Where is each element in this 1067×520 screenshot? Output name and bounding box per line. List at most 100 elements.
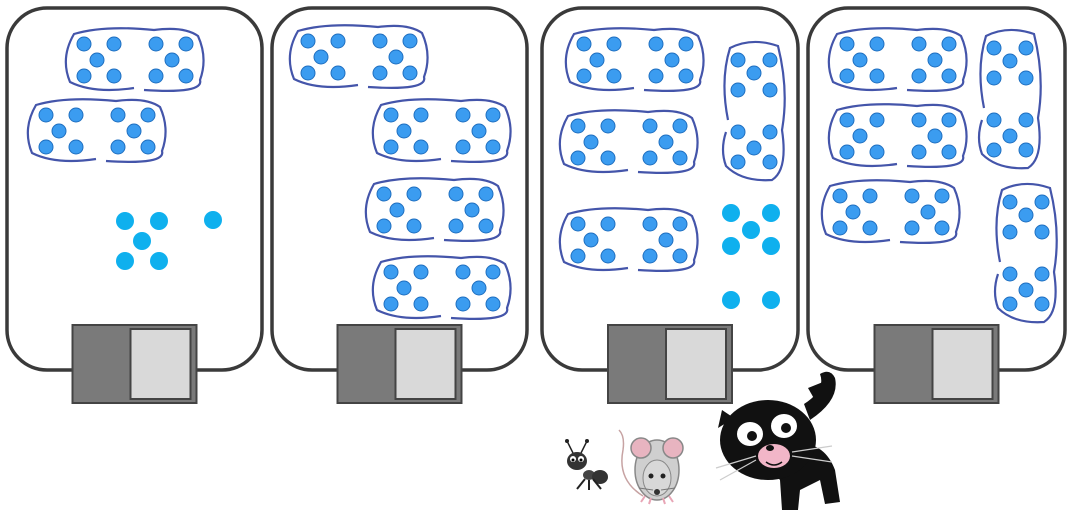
dot (649, 37, 663, 51)
dot (1003, 54, 1017, 68)
device-block (338, 325, 462, 403)
dot (987, 71, 1001, 85)
device-block (875, 325, 999, 403)
dot (472, 124, 486, 138)
dot (90, 53, 104, 67)
dot (1003, 129, 1017, 143)
loose-dot (116, 252, 134, 270)
dot (149, 69, 163, 83)
dot (301, 66, 315, 80)
loose-dot (762, 204, 780, 222)
dot (833, 221, 847, 235)
device-block (73, 325, 197, 403)
dot (571, 151, 585, 165)
dot (407, 219, 421, 233)
dot (870, 69, 884, 83)
dot (659, 135, 673, 149)
dot (111, 108, 125, 122)
dot (921, 205, 935, 219)
dot (390, 203, 404, 217)
dot (456, 140, 470, 154)
dot (52, 124, 66, 138)
dot (942, 37, 956, 51)
dot (407, 187, 421, 201)
dot (853, 53, 867, 67)
dot (397, 281, 411, 295)
cat-icon (716, 372, 840, 510)
device-block (608, 325, 732, 403)
dot (928, 53, 942, 67)
dot (731, 155, 745, 169)
dot (479, 187, 493, 201)
dot (590, 53, 604, 67)
loose-dot (722, 204, 740, 222)
dot (69, 140, 83, 154)
dot (377, 219, 391, 233)
dot (853, 129, 867, 143)
dot (673, 151, 687, 165)
dot (577, 69, 591, 83)
ant-icon (565, 439, 608, 490)
dot (840, 145, 854, 159)
dot (731, 125, 745, 139)
dot (679, 69, 693, 83)
dot (1019, 283, 1033, 297)
loose-dot (133, 232, 151, 250)
dot (928, 129, 942, 143)
dot (69, 108, 83, 122)
panel-4 (808, 8, 1065, 403)
dot (673, 119, 687, 133)
dot (763, 83, 777, 97)
device-window (933, 329, 993, 399)
dot (912, 37, 926, 51)
dot (643, 119, 657, 133)
dot (403, 34, 417, 48)
dot (643, 249, 657, 263)
dot (1003, 225, 1017, 239)
dot (165, 53, 179, 67)
loose-dot (150, 212, 168, 230)
dot (649, 69, 663, 83)
mouse-icon (619, 430, 683, 504)
dot (465, 203, 479, 217)
dot (1019, 208, 1033, 222)
dot (601, 249, 615, 263)
dot (1019, 143, 1033, 157)
dot (571, 249, 585, 263)
loose-dot (116, 212, 134, 230)
dot (384, 108, 398, 122)
dot (384, 265, 398, 279)
dot (679, 37, 693, 51)
dot (314, 50, 328, 64)
dot (486, 108, 500, 122)
dot (414, 140, 428, 154)
dot (1035, 267, 1049, 281)
dot (942, 69, 956, 83)
dot (863, 189, 877, 203)
dot (987, 143, 1001, 157)
dot (905, 221, 919, 235)
dot (863, 221, 877, 235)
dot (331, 66, 345, 80)
dot (486, 265, 500, 279)
dot (1003, 267, 1017, 281)
dot (179, 37, 193, 51)
dot (601, 151, 615, 165)
dot (1019, 71, 1033, 85)
dot (577, 37, 591, 51)
dot (673, 249, 687, 263)
dot (870, 113, 884, 127)
dot (373, 66, 387, 80)
dot (747, 66, 761, 80)
dot (584, 233, 598, 247)
dot (403, 66, 417, 80)
device-window (131, 329, 191, 399)
dot (1035, 195, 1049, 209)
dot (1003, 297, 1017, 311)
dot (763, 155, 777, 169)
dot (414, 108, 428, 122)
dot (659, 233, 673, 247)
dot (912, 145, 926, 159)
dot (456, 297, 470, 311)
